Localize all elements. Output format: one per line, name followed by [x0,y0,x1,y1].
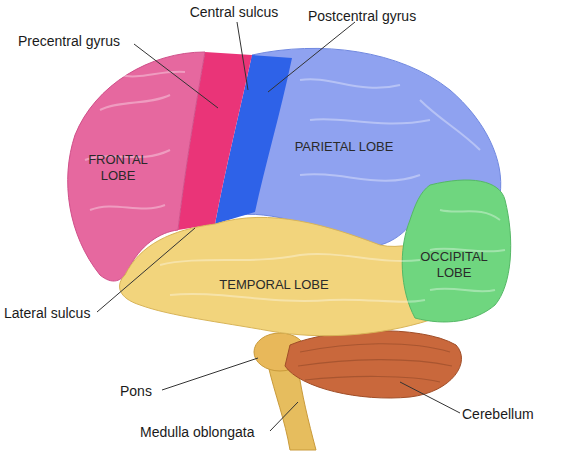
leader-line [268,22,355,92]
leader-line [162,358,258,390]
part-label: Postcentral gyrus [308,8,416,24]
cerebellum-shape [285,331,461,398]
leader-line [97,228,195,312]
leader-line [237,22,248,90]
lobe-label: PARIETAL LOBE [279,139,409,155]
leader-line [134,44,218,108]
gyri-texture [85,72,505,302]
part-label: Pons [120,383,152,399]
leader-lines [97,22,460,431]
part-label: Precentral gyrus [18,33,120,49]
part-label: Central sulcus [184,4,284,20]
leader-line [270,402,298,431]
part-label: Cerebellum [462,406,534,422]
cerebellum-folia [298,344,452,382]
temporal-lobe-shape [120,217,440,335]
lobe-label: TEMPORAL LOBE [209,277,339,293]
lobe-label: OCCIPITAL LOBE [414,249,494,281]
part-label: Medulla oblongata [140,424,254,440]
lobe-label: FRONTAL LOBE [78,152,158,184]
leader-line [400,382,460,413]
part-label: Lateral sulcus [4,305,90,321]
